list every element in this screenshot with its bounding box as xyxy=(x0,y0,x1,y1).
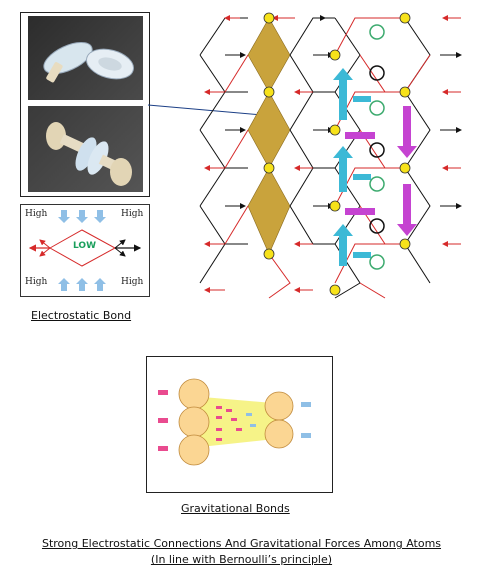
gravitational-diagram xyxy=(158,378,311,466)
pressure-inset-graphic xyxy=(28,210,142,291)
rotation-arrow-icon xyxy=(369,24,385,270)
inset-label-high-tl: High xyxy=(25,209,48,219)
pointer-line xyxy=(147,104,263,118)
node-circle-icon xyxy=(263,12,411,296)
inset-label-high-br: High xyxy=(121,277,144,287)
inset-label-high-bl: High xyxy=(25,277,48,287)
suction-cup-photo-icon xyxy=(43,42,134,83)
magenta-arrows xyxy=(345,106,417,236)
suction-cup-photo xyxy=(28,16,143,100)
caption-electrostatic-bond: Electrostatic Bond xyxy=(31,309,132,322)
inset-label-low: LOW xyxy=(73,241,96,251)
spool-photo xyxy=(28,106,143,192)
caption-gravitational-bonds: Gravitational Bonds xyxy=(181,502,290,515)
gold-diamonds xyxy=(247,17,291,255)
caption-main-line1: Strong Electrostatic Connections And Gra… xyxy=(41,537,442,550)
lattice-diagram xyxy=(199,12,462,299)
caption-main-line2: (In line with Bernoulli’s principle) xyxy=(150,553,333,566)
cyan-arrows xyxy=(333,68,371,266)
inset-label-high-tr: High xyxy=(121,209,144,219)
spool-photo-icon xyxy=(46,122,132,186)
